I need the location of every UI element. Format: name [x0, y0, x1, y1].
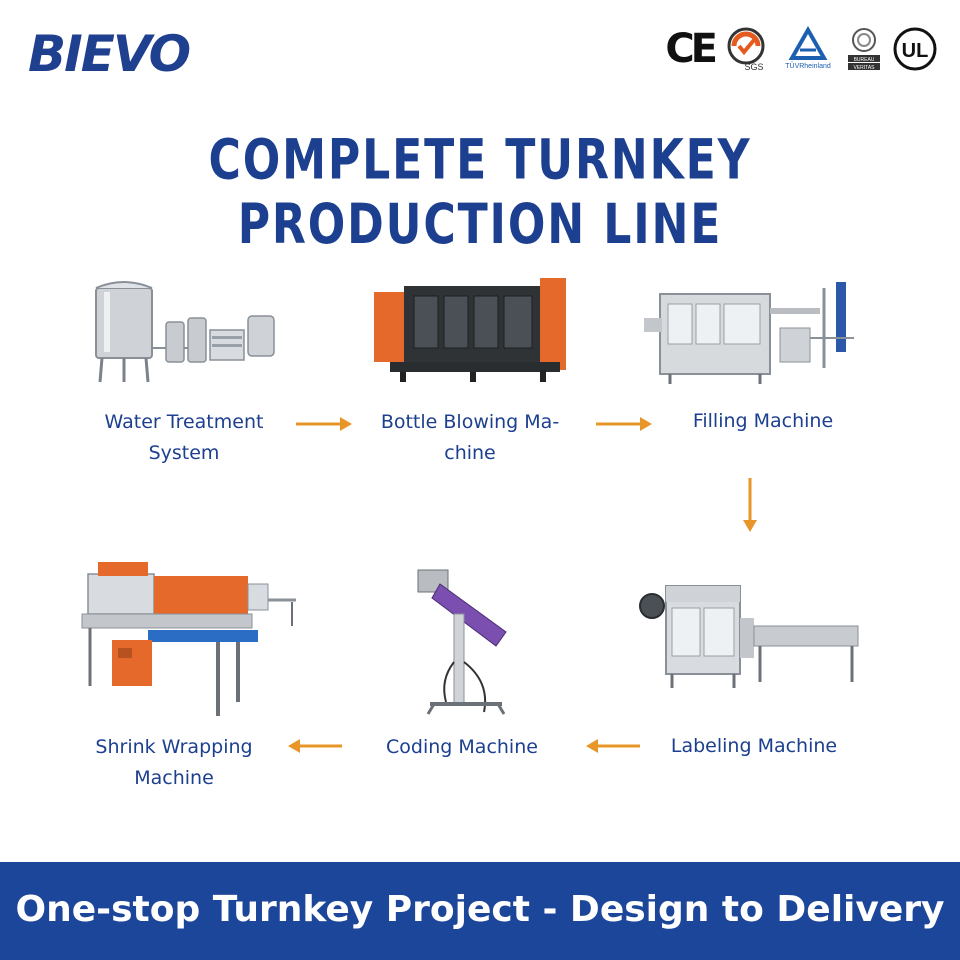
bottle-blowing-machine-icon — [370, 272, 570, 392]
step-label-water-treatment: Water Treatment System — [104, 411, 264, 464]
brand-logo-text: BIEVO — [28, 25, 191, 83]
step-label-bottle-blowing: Bottle Blowing Ma- chine — [380, 411, 560, 464]
ul-mark-icon: UL — [892, 26, 938, 72]
filling-machine-icon — [640, 278, 860, 388]
step-label-labeling: Labeling Machine — [670, 735, 838, 757]
shrink-wrapping-machine-icon — [78, 556, 300, 716]
labeling-machine-icon — [636, 578, 864, 694]
arrow-down-icon — [743, 478, 757, 532]
water-treatment-system-icon — [90, 278, 280, 388]
footer-banner-text: One-stop Turnkey Project - Design to Del… — [15, 889, 945, 930]
coding-machine-icon — [410, 562, 522, 722]
arrow-right-icon — [596, 417, 652, 431]
tuv-rheinland-mark-icon: TÜVRheinland — [780, 26, 836, 72]
svg-text:SGS: SGS — [744, 62, 763, 72]
page-title: COMPLETE TURNKEY PRODUCTION LINE — [208, 128, 752, 257]
arrow-left-icon — [586, 739, 640, 753]
svg-text:BUREAU: BUREAU — [854, 57, 875, 63]
certification-marks: CE SGS TÜVRheinland BUREAU VERITAS UL — [665, 24, 938, 74]
arrow-right-icon — [296, 417, 352, 431]
step-label-filling: Filling Machine — [692, 410, 834, 432]
svg-text:VERITAS: VERITAS — [853, 65, 875, 71]
footer-banner: One-stop Turnkey Project - Design to Del… — [0, 862, 960, 960]
svg-text:TÜVRheinland: TÜVRheinland — [785, 62, 831, 70]
bureau-veritas-mark-icon: BUREAU VERITAS — [846, 26, 882, 72]
svg-text:UL: UL — [902, 40, 929, 62]
ce-mark-icon: CE — [665, 26, 718, 72]
step-label-shrink-wrapping: Shrink Wrapping Machine — [95, 736, 253, 789]
arrow-left-icon — [288, 739, 342, 753]
step-label-coding: Coding Machine — [386, 736, 538, 758]
brand-logo: BIEVO — [28, 25, 233, 83]
sgs-mark-icon: SGS — [724, 26, 770, 72]
